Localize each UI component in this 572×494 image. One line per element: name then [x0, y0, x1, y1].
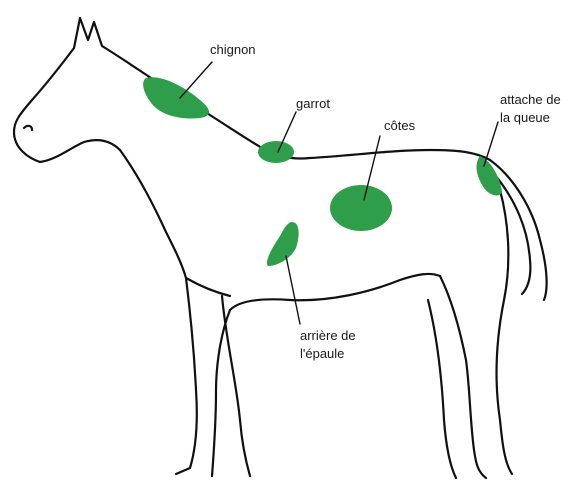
zone-chignon	[143, 77, 209, 118]
label-attache-queue-line2: la queue	[500, 110, 550, 125]
leader-chignon	[180, 62, 212, 98]
label-cotes: côtes	[384, 118, 416, 133]
zone-garrot	[258, 141, 294, 163]
horse-throat	[120, 150, 186, 278]
zone-cotes	[330, 185, 392, 231]
horse-jaw	[40, 140, 120, 162]
label-attache-queue-line1: attache de	[500, 92, 561, 107]
label-chignon: chignon	[210, 42, 256, 57]
horse-front-far-leg	[222, 296, 250, 476]
zone-arriere-epaule	[267, 222, 299, 266]
horse-hind-leg-back	[497, 190, 512, 474]
label-arriere-epaule-line1: arrière de	[300, 328, 356, 343]
horse-nostril	[24, 126, 32, 130]
horse-chest	[186, 278, 230, 296]
horse-belly	[230, 274, 440, 310]
horse-front-leg	[176, 278, 197, 474]
leader-arriere-epaule	[286, 256, 300, 324]
horse-topline	[14, 18, 490, 162]
label-garrot: garrot	[296, 96, 330, 111]
label-arriere-epaule-line2: l'épaule	[300, 346, 344, 361]
horse-hind-far-leg	[428, 300, 456, 478]
zone-attache-queue	[477, 156, 502, 195]
